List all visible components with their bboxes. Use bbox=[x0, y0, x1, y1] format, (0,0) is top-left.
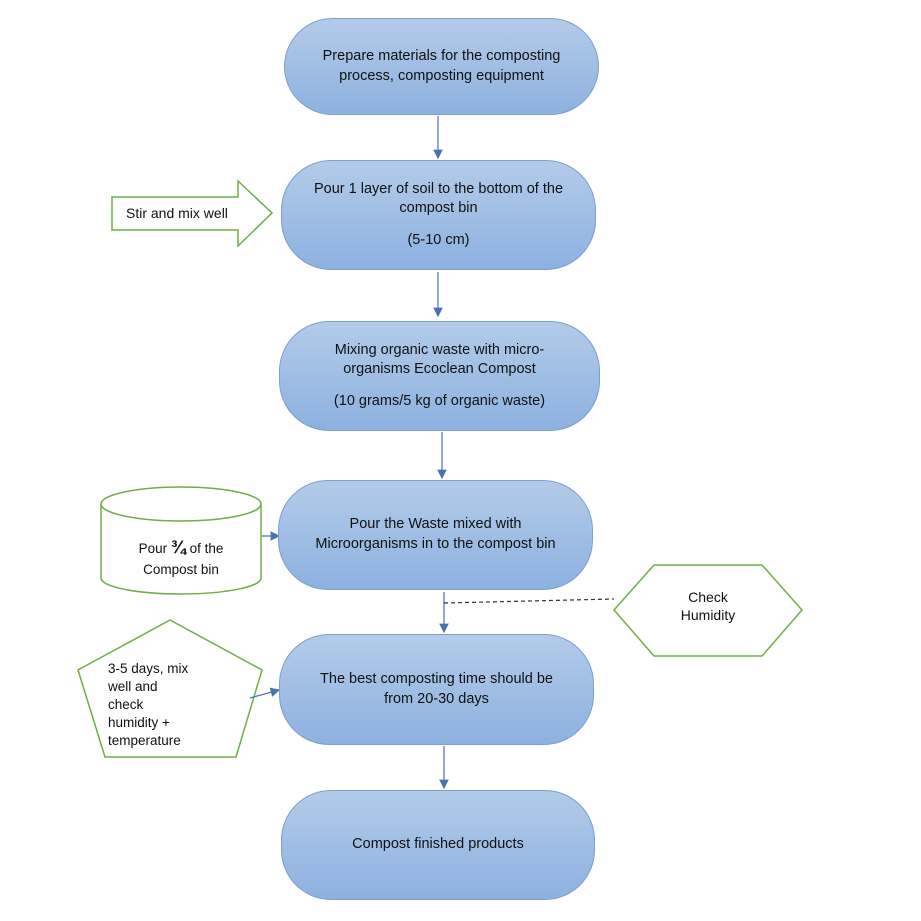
pentagon-note-line-1: 3-5 days, mix bbox=[108, 661, 189, 676]
step-compost-finished: Compost finished products bbox=[281, 790, 595, 900]
step-5-line-1: The best composting time should be bbox=[320, 670, 553, 687]
cylinder-note-line-2: Compost bin bbox=[143, 562, 219, 578]
pentagon-note-line-4: humidity + bbox=[108, 714, 170, 730]
cylinder-shape bbox=[100, 486, 262, 595]
step-1-line-1: Prepare materials for the composting bbox=[322, 47, 561, 64]
step-3-sub: (10 grams/5 kg of organic waste) bbox=[333, 392, 546, 409]
pentagon-note-line-2: well and bbox=[108, 678, 158, 694]
connector-pentagon-step5 bbox=[249, 687, 281, 699]
cylinder-note-fraction: ¾ bbox=[170, 537, 186, 557]
cylinder-note-text: Pour ¾ of the Compost bin bbox=[120, 534, 242, 580]
dashed-connector-humidity bbox=[443, 598, 615, 604]
pentagon-note-line-5: temperature bbox=[108, 732, 181, 748]
hexagon-note-line-2: Humidity bbox=[680, 607, 736, 624]
step-composting-time: The best composting time should be from … bbox=[279, 634, 594, 745]
step-5-line-2: from 20-30 days bbox=[384, 690, 489, 707]
step-mix-organic-waste: Mixing organic waste with micro- organis… bbox=[279, 321, 600, 431]
step-2-line-1: Pour 1 layer of soil to the bottom of th… bbox=[313, 180, 564, 197]
hexagon-shape bbox=[613, 564, 803, 657]
step-2-sub: (5-10 cm) bbox=[407, 231, 470, 248]
step-pour-soil-layer: Pour 1 layer of soil to the bottom of th… bbox=[281, 160, 596, 270]
step-6-line-1: Compost finished products bbox=[352, 836, 524, 853]
block-arrow-shape bbox=[111, 179, 274, 248]
step-pour-waste-into-bin: Pour the Waste mixed with Microorganisms… bbox=[278, 480, 593, 590]
step-2-line-2: compost bin bbox=[399, 200, 478, 217]
arrow-note-text: Stir and mix well bbox=[126, 205, 228, 221]
step-4-line-2: Microorganisms in to the compost bin bbox=[315, 536, 556, 552]
hexagon-note-line-1: Check bbox=[688, 589, 728, 605]
step-1-line-2: process, composting equipment bbox=[339, 67, 544, 84]
step-4-line-1: Pour the Waste mixed with bbox=[349, 516, 522, 533]
step-3-line-1: Mixing organic waste with micro- bbox=[334, 341, 545, 358]
pentagon-note-line-3: check bbox=[108, 696, 144, 712]
hexagon-note-text: Check Humidity bbox=[658, 588, 758, 624]
cylinder-note-pre: Pour bbox=[138, 541, 171, 556]
cylinder-note-post: of the bbox=[185, 541, 224, 556]
pentagon-note-text: 3-5 days, mix well and check humidity + … bbox=[108, 660, 188, 750]
step-3-line-2: organisms Ecoclean Compost bbox=[343, 361, 536, 378]
step-prepare-materials: Prepare materials for the composting pro… bbox=[284, 18, 599, 115]
pentagon-shape bbox=[77, 619, 263, 758]
